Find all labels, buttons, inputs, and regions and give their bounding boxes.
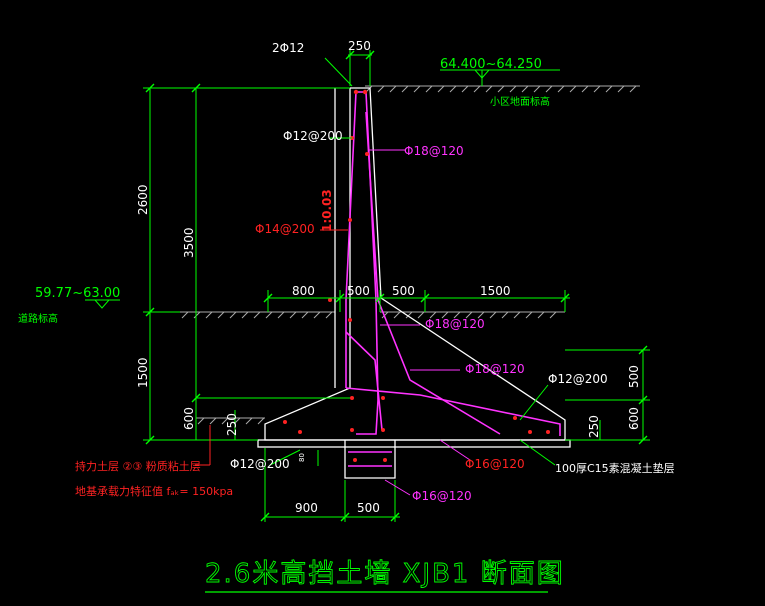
drawing-title: 2.6米高挡土墙 XJB1 断面图 [205, 559, 565, 589]
rebar-dots [283, 89, 550, 462]
note-bearing-capacity: 地基承载力特征值 fₐₖ= 150kpa [75, 484, 233, 498]
rebar-horiz-top: Φ12@200 [283, 129, 343, 143]
dim-toe-600: 600 [182, 407, 196, 430]
dim-right-250: 250 [587, 415, 601, 438]
rebar-heel-dist: Φ12@200 [548, 372, 608, 386]
dim-right-600: 600 [627, 407, 641, 430]
rebar-front-vert: Φ14@200 [255, 222, 315, 236]
dim-width-1500: 1500 [480, 284, 511, 298]
dim-height-total: 3500 [182, 227, 196, 258]
dim-wall-top-width: 250 [348, 39, 371, 53]
rebar-heel-top: Φ18@120 [465, 362, 525, 376]
dim-bottom-500: 500 [357, 501, 380, 515]
dim-toe-250: 250 [225, 413, 239, 436]
road-elevation-label: 道路标高 [18, 312, 58, 325]
concrete-outline [257, 87, 571, 479]
dimension-lines [85, 50, 650, 522]
red-leaders [195, 229, 348, 466]
dim-bottom-900: 900 [295, 501, 318, 515]
top-elevation-value: 64.400~64.250 [440, 57, 542, 72]
rebar-top-bars: 2Φ12 [272, 41, 304, 55]
elevation-markers [93, 69, 491, 309]
road-elevation-value: 59.77~63.00 [35, 286, 120, 301]
note-cushion: 100厚C15素混凝土垫层 [555, 461, 675, 475]
rebar-toe-dist: Φ12@200 [230, 457, 290, 471]
rebar-key-16-a: Φ16@120 [465, 457, 525, 471]
dim-width-800: 800 [292, 284, 315, 298]
dimension-ticks [145, 50, 648, 522]
dim-width-500-b: 500 [392, 284, 415, 298]
rebar-key-16-b: Φ16@120 [412, 489, 472, 503]
dim-height-lower: 1500 [136, 357, 150, 388]
dim-width-500-a: 500 [347, 284, 370, 298]
note-bearing-layer: 持力土层 ②③ 粉质粘土层 [75, 459, 201, 473]
dim-height-upper: 2600 [136, 184, 150, 215]
rebar-back-vert: Φ18@120 [404, 144, 464, 158]
green-leaders [269, 137, 549, 466]
rebar-heel-mid: Φ18@120 [425, 317, 485, 331]
dim-slope: 1:0.03 [320, 189, 334, 232]
dim-small-80: 80 [298, 453, 306, 462]
label-leaders [368, 149, 471, 496]
dim-right-500: 500 [627, 365, 641, 388]
top-elevation-label: 小区地面标高 [490, 95, 550, 108]
ground-lines [180, 85, 640, 425]
